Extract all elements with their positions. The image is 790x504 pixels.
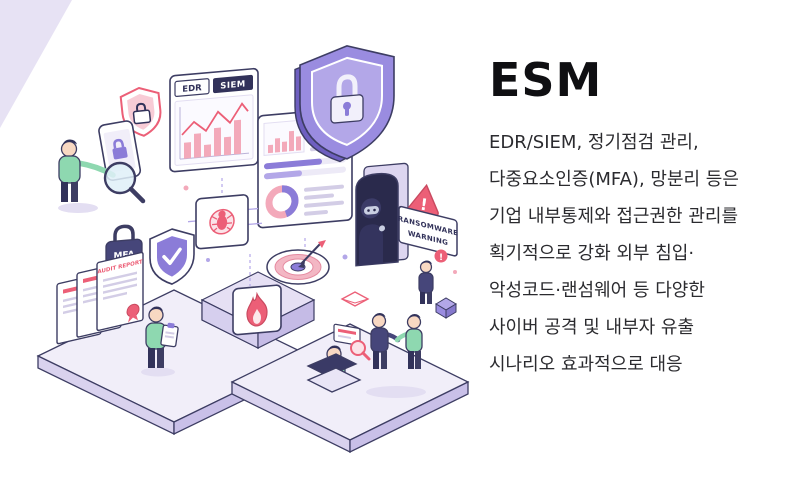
page-title: ESM [489,53,603,107]
body-line: 악성코드·랜섬웨어 등 다양한 [489,280,705,301]
malware-screen [188,194,262,250]
clipboard-person [141,306,179,377]
document-page-front: AUDIT REPORT [96,251,144,332]
mini-bars [268,130,301,154]
security-shield-lock-icon [294,45,395,163]
content-panel: ESM EDR/SIEM, 정기점검 관리, 다중요소인증(MFA), 망분리 … [489,56,781,383]
check-shield-icon [149,228,195,285]
deco-cube [435,297,457,319]
edr-tab [174,78,210,97]
dart-icon [300,243,321,265]
person-standing [58,139,116,202]
laptop-person [306,340,371,393]
body-line: 기업 내부통제와 접근권한 관리를 [489,206,739,227]
shadow [58,203,98,213]
lock-shackle [336,74,358,97]
person-green [394,314,423,369]
body-line: 다중요소인증(MFA), 망분리 등은 [489,169,739,190]
laptop-screen [306,353,358,377]
target-icon [266,240,330,285]
alert-exclamation: ! [439,253,443,263]
deco-dots [183,185,457,274]
people-talking [366,313,426,398]
edr-siem-dashboard: EDR SIEM [169,67,259,173]
edr-tab-label: EDR [182,83,202,95]
corner-accent-shape [0,0,72,128]
audit-documents: AUDIT REPORT [56,251,144,345]
alert-badge [434,249,448,263]
donut-chart [265,185,299,219]
alert-person: ! [418,249,448,304]
bar-chart-bars [184,119,241,159]
hacker-figure [359,198,385,266]
checkmark-icon [162,247,182,266]
clipboard-icon [160,322,179,348]
laptop-keyboard [306,367,362,393]
siem-tab [213,74,253,94]
body-line: 사이버 공격 및 내부자 유출 [489,317,695,338]
progress-bars [264,156,346,180]
keyhole-icon [343,101,351,110]
text-lines-bottom [304,184,344,216]
siem-tab-label: SIEM [220,79,246,91]
analyst-with-magnifier [58,120,146,213]
magnifier-icon [103,161,137,195]
hacker-doorway [355,162,409,267]
search-icon [350,340,371,361]
threat-flame-tile [232,284,282,336]
warning-exclamation: ! [419,195,429,215]
line-chart [181,102,249,136]
body-line: EDR/SIEM, 정기점검 관리, [489,132,699,153]
bug-icon [211,210,233,232]
phone-lock-icon [112,146,128,160]
notice-sign [333,323,361,346]
envelope-icon [340,291,370,307]
body-line: 획기적으로 강화 외부 침입· [489,243,695,264]
body-line: 시나리오 효과적으로 대응 [489,354,683,375]
ransomware-warning-sign: RANSOMWARE WARNING [398,205,458,257]
